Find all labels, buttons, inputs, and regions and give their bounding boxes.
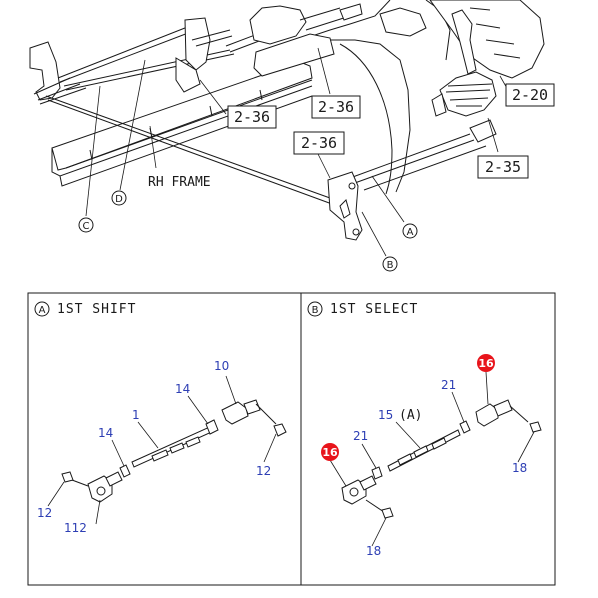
callout-number: 112 (64, 521, 87, 535)
ref-box-2-35[interactable]: 2-35 (477, 155, 529, 179)
callout-number: 21 (441, 378, 456, 392)
callout-number: 10 (214, 359, 229, 373)
circle-label-d: D (111, 190, 127, 206)
svg-text:B: B (387, 260, 394, 271)
ref-box-text: 2-35 (485, 158, 521, 176)
ref-box-text: 2-36 (301, 134, 337, 152)
ref-box-2-36-left[interactable]: 2-36 (227, 105, 277, 129)
callout-number: 18 (366, 544, 381, 558)
circle-label-b: B (382, 256, 398, 272)
svg-text:D: D (115, 194, 123, 205)
panel-a-title: 1ST SHIFT (57, 302, 136, 317)
ref-box-text: 2-20 (512, 86, 548, 104)
frame-label: RH FRAME (148, 175, 211, 190)
callout-number: 21 (353, 429, 368, 443)
ref-box-2-20[interactable]: 2-20 (505, 83, 555, 107)
callout-number: 12 (37, 506, 52, 520)
callout-number: 12 (256, 464, 271, 478)
callout-number: 16 (322, 446, 338, 459)
circle-label-a: A (402, 223, 418, 239)
svg-text:C: C (83, 221, 90, 232)
callout-number: 15 (378, 408, 393, 422)
ref-box-text: 2-36 (234, 108, 270, 126)
panel-a-marker (34, 301, 50, 317)
ref-box-2-36-mid[interactable]: 2-36 (311, 95, 361, 119)
panel-a: A 1ST SHIFT (34, 301, 287, 535)
panel-b: B 1ST SELECT 16 (307, 301, 542, 558)
callout-number: 14 (98, 426, 113, 440)
assembly-drawing (29, 0, 545, 241)
highlight-callout-16 (321, 443, 339, 461)
ref-box-text: 2-36 (318, 98, 354, 116)
panel-a-marker-letter: A (39, 305, 46, 316)
callout-number: 14 (175, 382, 190, 396)
panel-b-marker (307, 301, 323, 317)
circle-label-c: C (78, 217, 94, 233)
callout-label: (A) (399, 408, 422, 423)
callout-number: 18 (512, 461, 527, 475)
highlight-callout-16 (477, 354, 495, 372)
panel-b-title: 1ST SELECT (330, 302, 418, 317)
svg-text:A: A (407, 227, 414, 238)
callout-number: 1 (132, 408, 140, 422)
panel-b-marker-letter: B (312, 305, 319, 316)
ref-box-2-36-low[interactable]: 2-36 (293, 131, 345, 155)
detail-panel-frame (27, 292, 556, 586)
top-leader-lines (85, 47, 509, 257)
callout-number: 16 (478, 357, 494, 370)
